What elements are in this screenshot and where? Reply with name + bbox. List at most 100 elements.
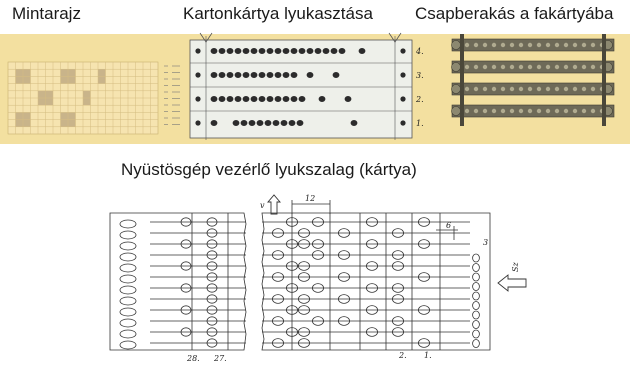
pattern-cell <box>15 112 23 120</box>
card-hole <box>250 48 258 54</box>
tape-hole <box>311 283 324 293</box>
tape-sprocket-hole <box>472 301 480 310</box>
card-hole <box>242 72 250 78</box>
tape-left-panel <box>109 212 247 351</box>
column-number-28: 28. <box>186 354 200 363</box>
wood-peg <box>500 86 506 92</box>
wood-peg <box>482 64 488 70</box>
card-hole <box>210 96 218 102</box>
tape-sprocket-hole <box>472 339 480 348</box>
card-hole <box>344 96 352 102</box>
wood-peg <box>590 42 596 48</box>
wood-peg <box>491 42 497 48</box>
card-hole <box>282 72 290 78</box>
tape-hole <box>391 261 404 271</box>
card-hole <box>290 48 298 54</box>
wood-peg <box>473 64 479 70</box>
wood-peg <box>554 86 560 92</box>
pattern-cell <box>23 112 31 120</box>
card-sprocket-hole <box>400 48 406 54</box>
tape-hole <box>271 338 284 348</box>
card-hole <box>240 120 248 126</box>
card-hole <box>266 96 274 102</box>
wood-peg <box>464 64 470 70</box>
tape-hole <box>206 294 218 304</box>
peg-insertion-title: Csapberakás a fakártyába <box>415 4 614 23</box>
pattern-cell <box>23 69 31 77</box>
card-row-number-4: 4. <box>415 47 424 56</box>
card-hole <box>318 96 326 102</box>
column-number-1: 1. <box>424 351 432 360</box>
tape-hole <box>206 228 218 238</box>
tape-hole <box>206 283 218 293</box>
wood-peg <box>482 42 488 48</box>
wood-peg <box>536 86 542 92</box>
tape-sprocket-hole <box>119 274 137 284</box>
tape-hole <box>365 327 378 337</box>
pattern-grid <box>7 61 159 135</box>
wood-peg <box>527 86 533 92</box>
card-sprocket-hole <box>400 72 406 78</box>
wood-peg <box>518 64 524 70</box>
card-row-number-1: 1. <box>416 119 424 128</box>
tape-sprocket-hole <box>119 219 137 229</box>
card-hole <box>256 120 264 126</box>
tape-hole <box>180 283 192 293</box>
card-hole <box>226 72 234 78</box>
dimension-label-12: 12 <box>305 194 315 203</box>
tape-hole <box>365 305 378 315</box>
wood-peg <box>509 86 515 92</box>
tape-sprocket-hole <box>472 320 480 329</box>
up-arrow-icon <box>267 194 281 215</box>
pattern-cell <box>68 119 76 127</box>
wood-peg <box>590 64 596 70</box>
card-hole <box>250 96 258 102</box>
wood-peg <box>563 64 569 70</box>
card-hole <box>264 120 272 126</box>
tape-hole <box>206 316 218 326</box>
tape-hole <box>311 316 324 326</box>
wood-peg <box>590 108 596 114</box>
tape-hole <box>206 250 218 260</box>
card-sprocket-hole <box>195 48 201 54</box>
tape-sprocket-hole <box>119 252 137 262</box>
wood-peg <box>509 64 515 70</box>
card-hole <box>210 72 218 78</box>
card-hole <box>290 72 298 78</box>
wood-peg <box>572 86 578 92</box>
pattern-cell <box>60 112 68 120</box>
tape-sprocket-hole <box>119 307 137 317</box>
card-hole <box>274 48 282 54</box>
tape-hole <box>311 250 324 260</box>
card-hole <box>298 96 306 102</box>
card-hole <box>274 96 282 102</box>
wood-peg <box>473 86 479 92</box>
tape-hole <box>206 239 218 249</box>
tape-hole <box>391 327 404 337</box>
wood-peg <box>527 64 533 70</box>
card-hole <box>272 120 280 126</box>
side-mark-6: 6 <box>446 221 451 230</box>
card-hole <box>306 48 314 54</box>
wood-peg <box>464 108 470 114</box>
card-hole <box>266 72 274 78</box>
card-hole <box>248 120 256 126</box>
pattern-cell <box>60 69 68 77</box>
column-number-2: 2. <box>398 351 407 360</box>
tape-sprocket-hole <box>472 272 480 282</box>
pattern-cell <box>68 76 76 84</box>
card-hole <box>258 48 266 54</box>
tape-hole <box>311 217 324 227</box>
card-hole <box>234 48 242 54</box>
tape-hole <box>417 239 430 249</box>
card-row-number-3: 3. <box>416 71 424 80</box>
pattern-cell <box>45 98 53 106</box>
tape-hole <box>206 338 218 348</box>
card-hole <box>296 120 304 126</box>
tape-hole <box>365 283 378 293</box>
tape-hole <box>206 327 218 337</box>
tape-hole <box>271 272 284 282</box>
wood-peg <box>563 86 569 92</box>
wooden-peg-card <box>451 34 615 126</box>
column-number-27: 27. <box>213 354 227 363</box>
